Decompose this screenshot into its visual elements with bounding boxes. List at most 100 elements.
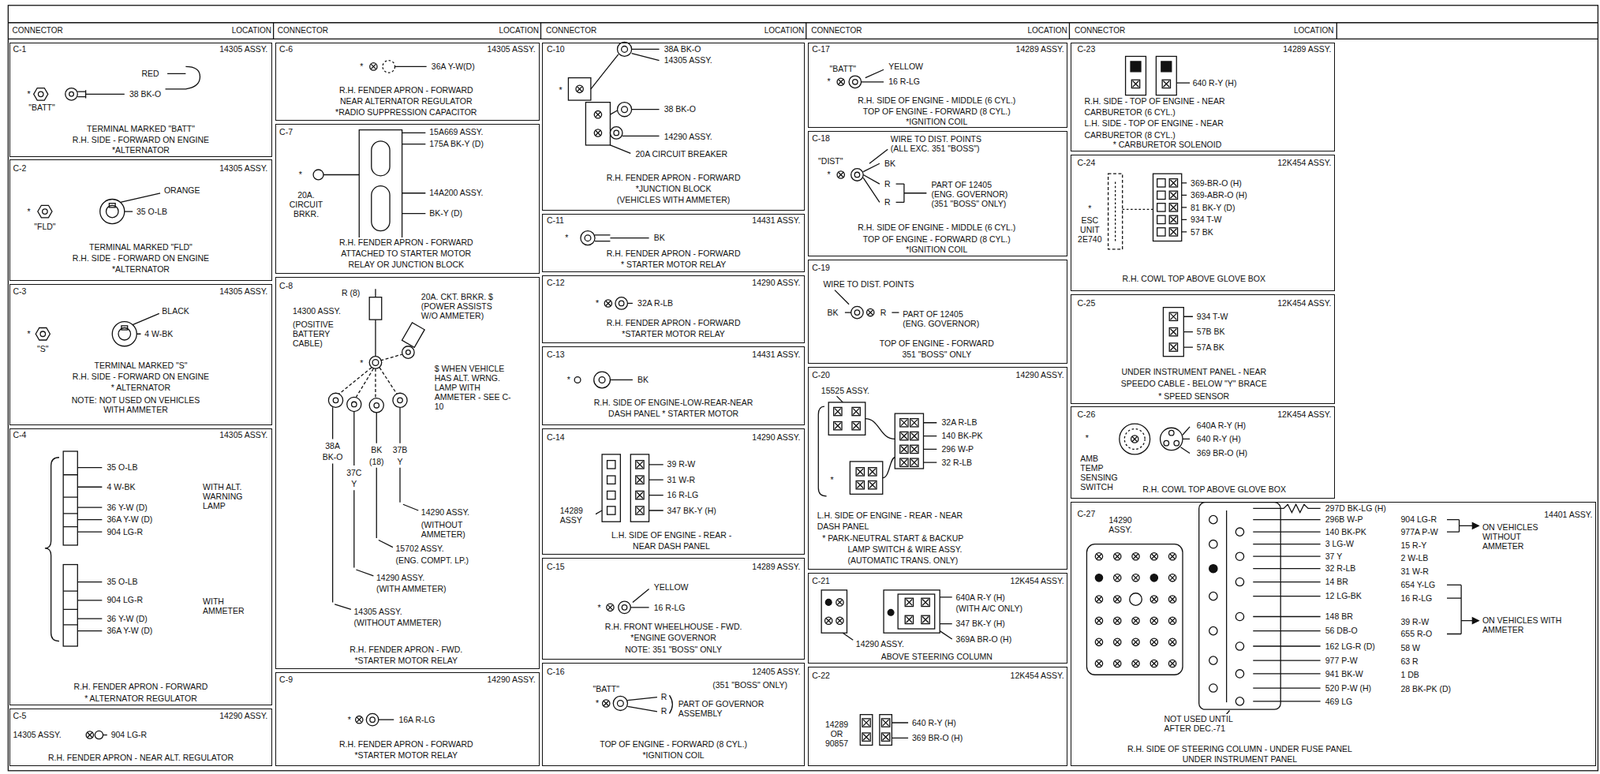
- panel-text: *: [829, 474, 834, 485]
- panel-text: (AUTOMATIC TRANS. ONLY): [846, 555, 959, 565]
- panel-text: R: [660, 691, 669, 702]
- panel-text: 977 P-W: [1324, 655, 1359, 666]
- panel-text: R.H. FENDER APRON - FORWARD: [605, 248, 742, 258]
- panel-text: DASH PANEL * STARTER MOTOR: [607, 408, 740, 419]
- panel-text: *: [358, 358, 364, 368]
- panel-text: R (8): [340, 287, 361, 298]
- panel-text: R.H. SIDE OF ENGINE - MIDDLE (6 CYL.): [856, 222, 1017, 232]
- panel-text: 14290 ASSY.: [485, 674, 536, 685]
- panel-text: *RADIO SUPPRESSION CAPACITOR: [334, 107, 478, 117]
- panel-text: 14290 ASSY.: [218, 710, 269, 721]
- panel-text: (351 "BOSS" ONLY): [711, 680, 789, 690]
- connector-id: C-20: [811, 370, 831, 380]
- panel-text: *: [826, 169, 832, 180]
- connector-panel: C-18WIRE TO DIST. POINTS (ALL EXC. 351 "…: [807, 130, 1069, 257]
- panel-text: R.H. SIDE OF STEERING COLUMN - UNDER FUS…: [1126, 743, 1354, 754]
- connector-panel: C-2512K454 ASSY.934 T-W57B BK57A BKUNDER…: [1070, 294, 1335, 404]
- panel-text: 14290 ASSY.: [751, 432, 801, 442]
- panel-text: *IGNITION COIL: [642, 750, 706, 760]
- panel-text: NOT USED UNTIL AFTER DEC.-71: [1162, 714, 1244, 733]
- connector-panel: C-1114431 ASSY.*BKR.H. FENDER APRON - FO…: [542, 213, 804, 273]
- panel-text: R.H. FENDER APRON - FORWARD: [338, 739, 475, 749]
- panel-text: 58 W: [1399, 642, 1421, 653]
- panel-text: 12405 ASSY.: [751, 666, 801, 677]
- panel-text: TERMINAL MARKED "S": [93, 360, 189, 371]
- panel-text: R.H. COWL TOP ABOVE GLOVE BOX: [1121, 273, 1267, 284]
- column-header: LOCATION: [231, 26, 272, 36]
- panel-text: * SPEED SENSOR: [1157, 391, 1230, 401]
- panel-text: L.H. SIDE OF ENGINE - REAR - NEAR: [816, 510, 964, 520]
- panel-text: *JUNCTION BLOCK: [635, 183, 713, 194]
- panel-text: (WITHOUT AMMETER): [353, 617, 443, 628]
- panel-text: R.H. FENDER APRON - FORWARD: [73, 681, 210, 692]
- column-header: CONNECTOR: [12, 26, 64, 36]
- connector-panel: C-1214290 ASSY.*32A R-LBR.H. FENDER APRO…: [542, 275, 804, 344]
- panel-text: 14290 ASSY.: [663, 131, 714, 142]
- panel-text: 148 BR: [1324, 611, 1354, 621]
- column-header: CONNECTOR: [277, 26, 329, 36]
- panel-text: 15702 ASSY.: [395, 543, 445, 554]
- panel-text: *: [1084, 433, 1090, 443]
- panel-text: SPEEDO CABLE - BELOW "Y" BRACE: [1120, 378, 1268, 389]
- panel-text: 16A R-LG: [397, 714, 436, 725]
- panel-text: ORANGE: [163, 185, 202, 195]
- panel-text: 14431 ASSY.: [751, 215, 801, 225]
- panel-text: 15525 ASSY.: [820, 385, 871, 396]
- panel-text: 14305 ASSY.: [12, 729, 63, 740]
- panel-text: TOP OF ENGINE - FORWARD (8 CYL.): [862, 234, 1012, 244]
- panel-text: Y: [396, 456, 404, 467]
- connector-id: C-6: [278, 44, 294, 54]
- panel-text: 904 LG-R: [106, 594, 145, 605]
- panel-text: L.H. SIDE OF ENGINE - REAR -: [610, 530, 733, 540]
- panel-text: ATTACHED TO STARTER MOTOR: [340, 248, 472, 258]
- panel-text: 369A BR-O (H): [955, 634, 1014, 644]
- panel-text: 14305 ASSY.: [353, 606, 404, 617]
- connector-id: C-1: [12, 44, 28, 54]
- connector-panel: C-914290 ASSY.*16A R-LGR.H. FENDER APRON…: [275, 672, 540, 767]
- panel-text: 369 BR-O (H): [1196, 448, 1249, 458]
- panel-text: 14401 ASSY.: [1543, 509, 1593, 520]
- connector-id: C-22: [811, 670, 831, 681]
- panel-text: WIRE TO DIST. POINTS: [822, 279, 915, 289]
- panel-text: 38A BK-O: [663, 44, 703, 54]
- panel-text: CARBURETOR (8 CYL.): [1084, 130, 1177, 140]
- column-header: LOCATION: [499, 26, 539, 36]
- panel-text: 14290 ASSY.: [420, 507, 471, 517]
- column-header: LOCATION: [1027, 26, 1067, 36]
- panel-text: 14305 ASSY.: [218, 286, 269, 296]
- connector-panel: C-2714290 ASSY.14401 ASSY.297D BK-LG (H)…: [1070, 501, 1597, 767]
- panel-text: "BATT": [27, 102, 57, 113]
- panel-text: 31 W-R: [1399, 566, 1429, 576]
- panel-text: 520 P-W (H): [1324, 683, 1372, 693]
- panel-text: 140 BK-PK: [940, 430, 984, 441]
- panel-text: *: [826, 76, 832, 86]
- panel-text: 296B W-P: [1324, 514, 1365, 524]
- connector-panel: C-2412K454 ASSY.369-BR-O (H)369-ABR-O (H…: [1070, 154, 1335, 292]
- panel-text: *: [1087, 203, 1092, 214]
- panel-text: (WITHOUT AMMETER): [420, 519, 473, 539]
- panel-text: 35 O-LB: [106, 576, 139, 587]
- panel-text: 57 BK: [1189, 227, 1215, 237]
- panel-text: 37B: [392, 444, 409, 455]
- panel-text: BK-O: [321, 452, 344, 462]
- panel-text: (VEHICLES WITH AMMETER): [616, 194, 732, 205]
- panel-text: TOP OF ENGINE - FORWARD (8 CYL.): [598, 739, 748, 749]
- panel-text: 12K454 ASSY.: [1276, 409, 1332, 419]
- panel-text: * ALTERNATOR REGULATOR: [83, 693, 199, 703]
- panel-text: 15A669 ASSY.: [428, 127, 484, 137]
- panel-text: RELAY OR JUNCTION BLOCK: [347, 259, 465, 270]
- panel-text: *ALTERNATOR: [111, 145, 171, 155]
- panel-text: R.H. SIDE OF ENGINE-LOW-REAR-NEAR: [593, 397, 755, 408]
- panel-text: *: [26, 328, 32, 339]
- connector-id: C-23: [1076, 44, 1096, 54]
- connector-id: C-12: [545, 277, 566, 288]
- panel-text: *IGNITION COIL: [904, 116, 969, 127]
- panel-text: "FLD": [33, 221, 57, 232]
- panel-text: YELLOW: [653, 582, 690, 592]
- panel-text: BK: [653, 232, 666, 243]
- panel-text: DASH PANEL: [816, 521, 871, 531]
- panel-text: 14289 ASSY.: [1015, 44, 1066, 54]
- panel-text: NEAR ALTERNATOR REGULATOR: [339, 96, 474, 106]
- panel-text: (POSITIVE BATTERY CABLE): [291, 319, 344, 348]
